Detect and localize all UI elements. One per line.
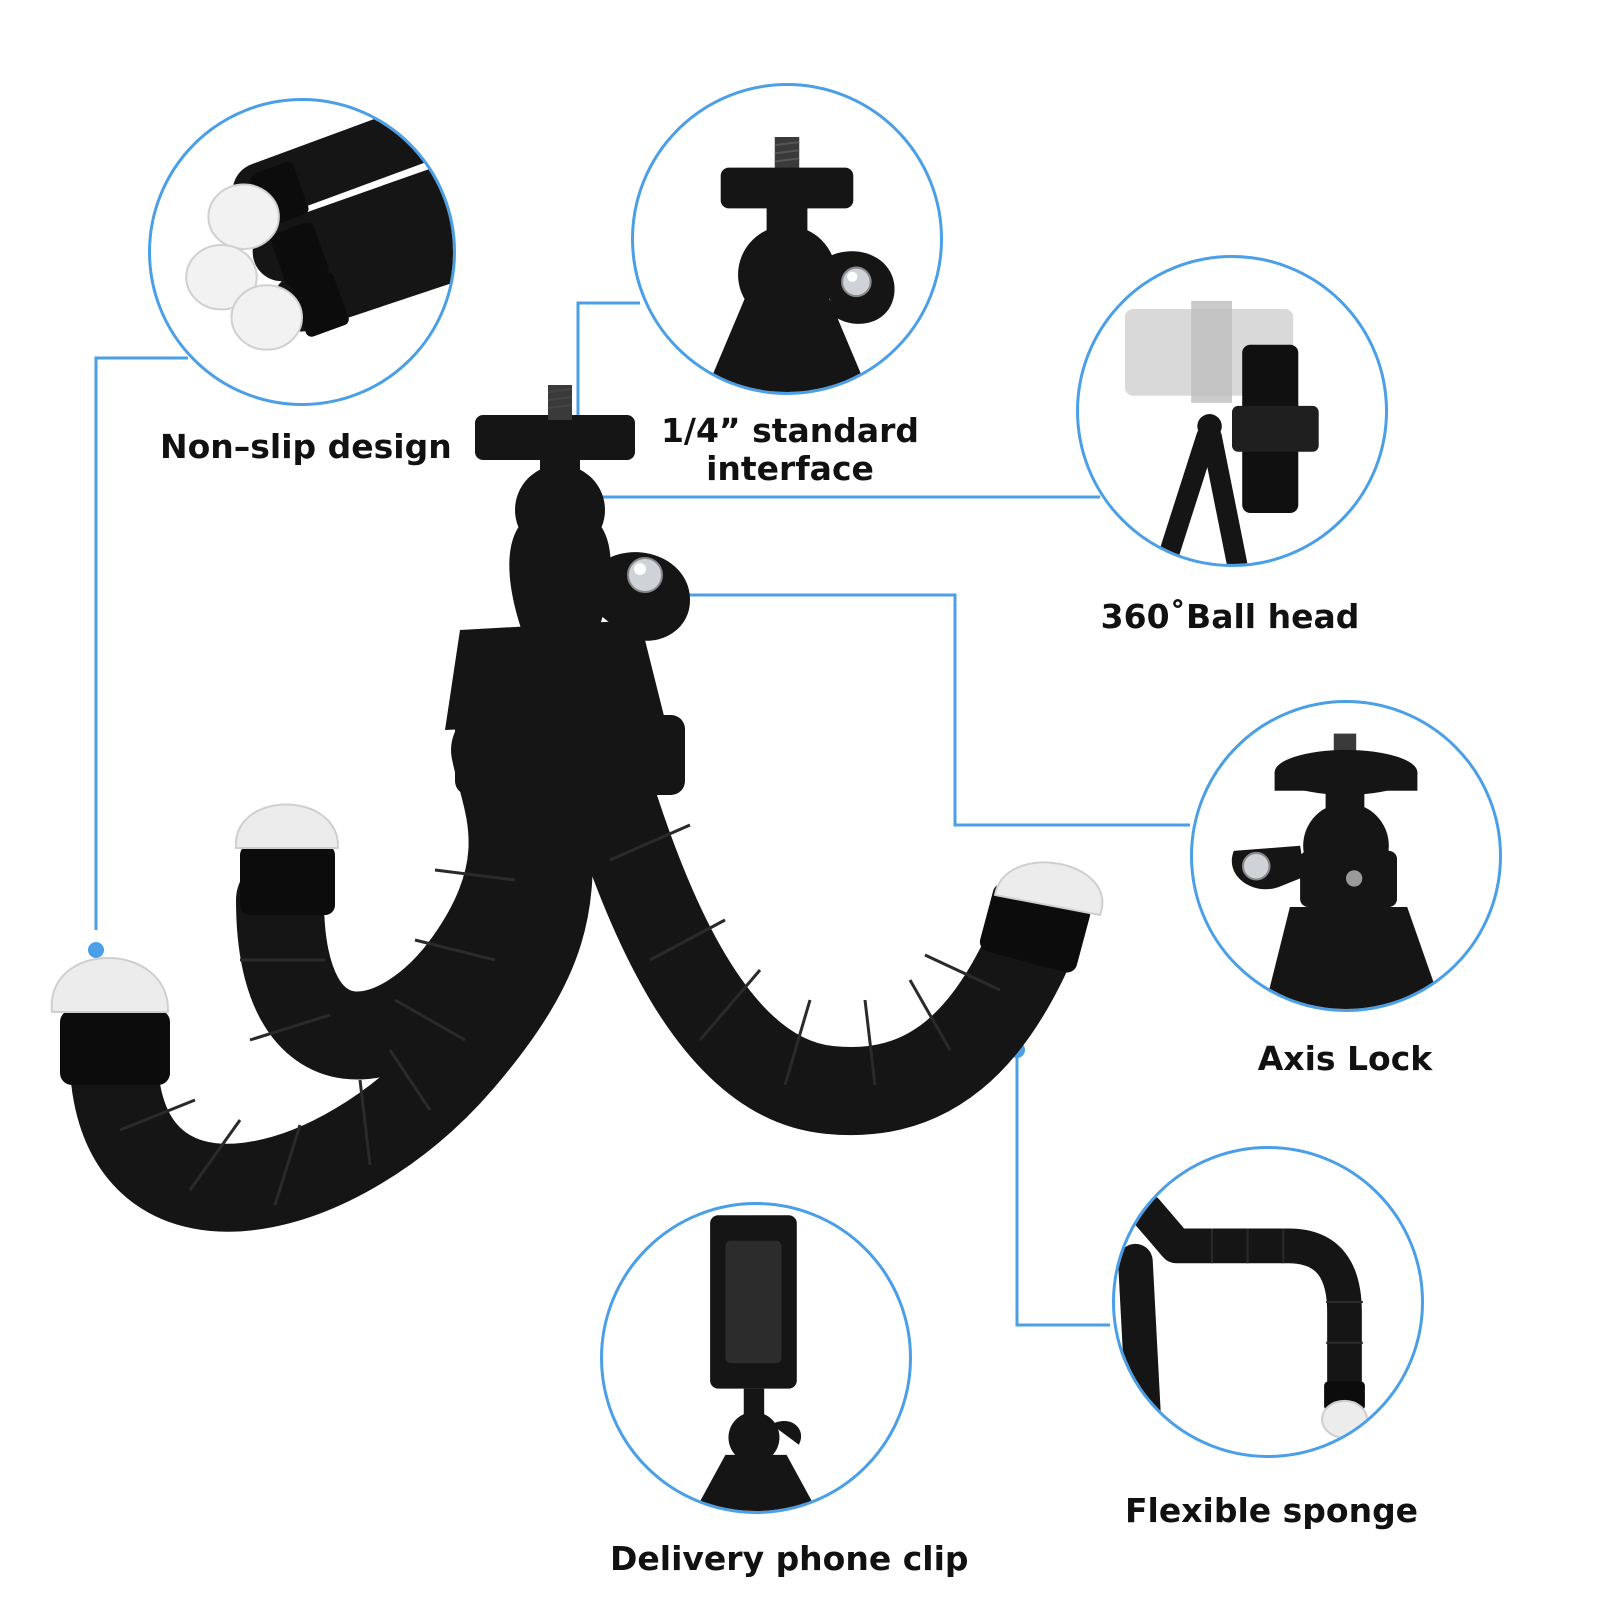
tripod-legs: [71, 706, 1079, 1232]
label-ball-head: 360˚Ball head: [1100, 597, 1360, 636]
detail-circle-interface: [631, 83, 943, 395]
connector-dot-non-slip: [88, 942, 104, 958]
phone-tripod-icon: [1124, 300, 1319, 564]
screw-threads: [547, 388, 573, 409]
foot-caps: [50, 803, 1104, 1085]
leg-right: [556, 716, 1079, 1136]
axis-lock-icon: [1231, 733, 1443, 1009]
label-flexible: Flexible sponge: [1125, 1491, 1419, 1530]
label-interface: 1/4” standard interface: [650, 412, 930, 488]
tripod-head: [445, 385, 690, 795]
label-non-slip: Non–slip design: [160, 427, 452, 466]
detail-circle-axis-lock: [1190, 700, 1502, 1012]
lock-knob-metal: [627, 557, 663, 593]
mount-screw-icon: [705, 137, 895, 392]
connector-flexible: [1015, 1050, 1110, 1327]
bent-leg-icon: [1118, 1192, 1368, 1455]
connector-non-slip: [94, 356, 188, 930]
label-interface-line2: interface: [706, 449, 874, 488]
phone-clip-icon: [694, 1215, 818, 1511]
detail-circle-ball-head: [1076, 255, 1388, 567]
label-axis-lock: Axis Lock: [1257, 1039, 1433, 1078]
detail-circle-non-slip: [148, 98, 456, 406]
connector-interface: [576, 301, 640, 430]
label-interface-line1: 1/4” standard: [660, 411, 920, 450]
detail-circle-flexible: [1112, 1146, 1424, 1458]
leg-back: [236, 706, 557, 1080]
sponge-segment-lines: [119, 823, 1001, 1206]
connector-axis-lock: [680, 593, 1190, 827]
detail-circle-phone-clip: [600, 1202, 912, 1514]
label-phone-clip: Delivery phone clip: [610, 1539, 969, 1578]
tripod-feet-icon: [185, 101, 453, 351]
